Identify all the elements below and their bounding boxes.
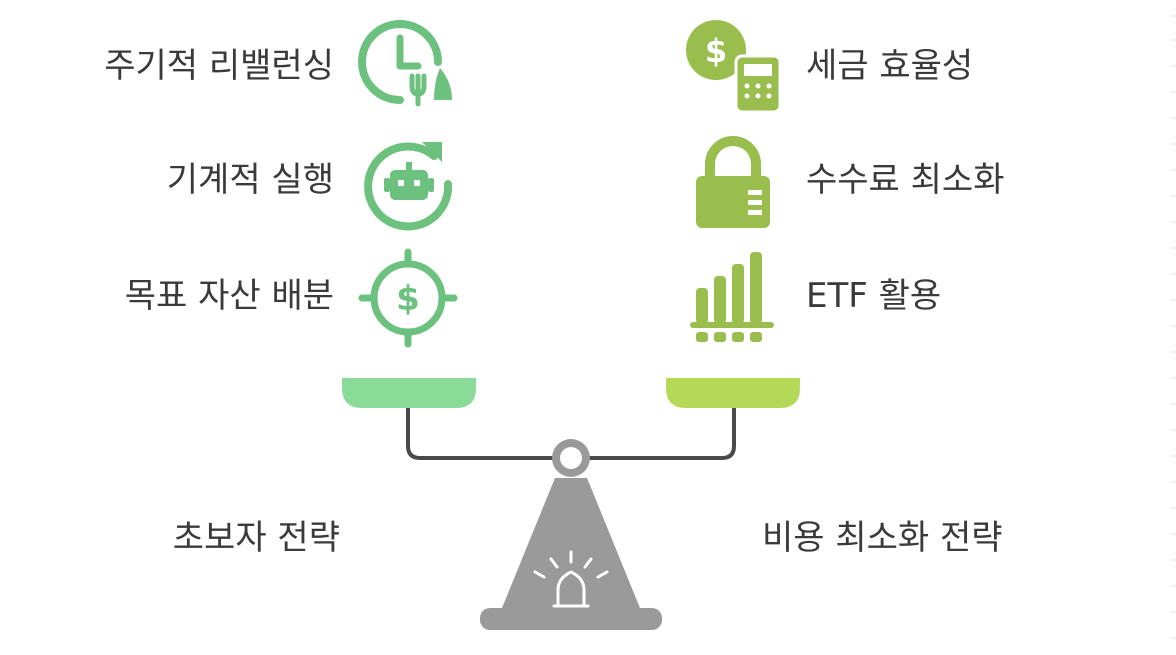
clock-fork-knife-icon [358, 20, 452, 107]
left-item-label-rebalancing: 주기적 리밸런싱 [104, 46, 334, 86]
left-item-label-allocation: 목표 자산 배분 [124, 276, 334, 316]
left-item-label-mechanical: 기계적 실행 [166, 160, 334, 200]
right-item-label-tax: 세금 효율성 [806, 46, 974, 86]
svg-text:$: $ [705, 32, 727, 70]
right-strategy-title: 비용 최소화 전략 [762, 518, 1003, 558]
right-item-label-fees: 수수료 최소화 [806, 160, 1005, 200]
bar-chart-icon [690, 252, 774, 342]
left-pan [342, 378, 476, 408]
robot-refresh-icon [364, 142, 453, 231]
stand-light-icon [533, 550, 609, 608]
right-item-label-etf: ETF 활용 [806, 276, 942, 316]
scale-stand [502, 478, 640, 608]
right-pan [666, 378, 800, 408]
dollar-target-icon: $ [358, 248, 458, 348]
left-strategy-title: 초보자 전략 [172, 518, 340, 558]
svg-text:$: $ [396, 279, 420, 319]
dollar-calculator-icon: $ [686, 20, 782, 114]
padlock-icon [696, 136, 770, 228]
edge-tick-marks [1170, 15, 1176, 639]
scale-base [480, 608, 662, 630]
